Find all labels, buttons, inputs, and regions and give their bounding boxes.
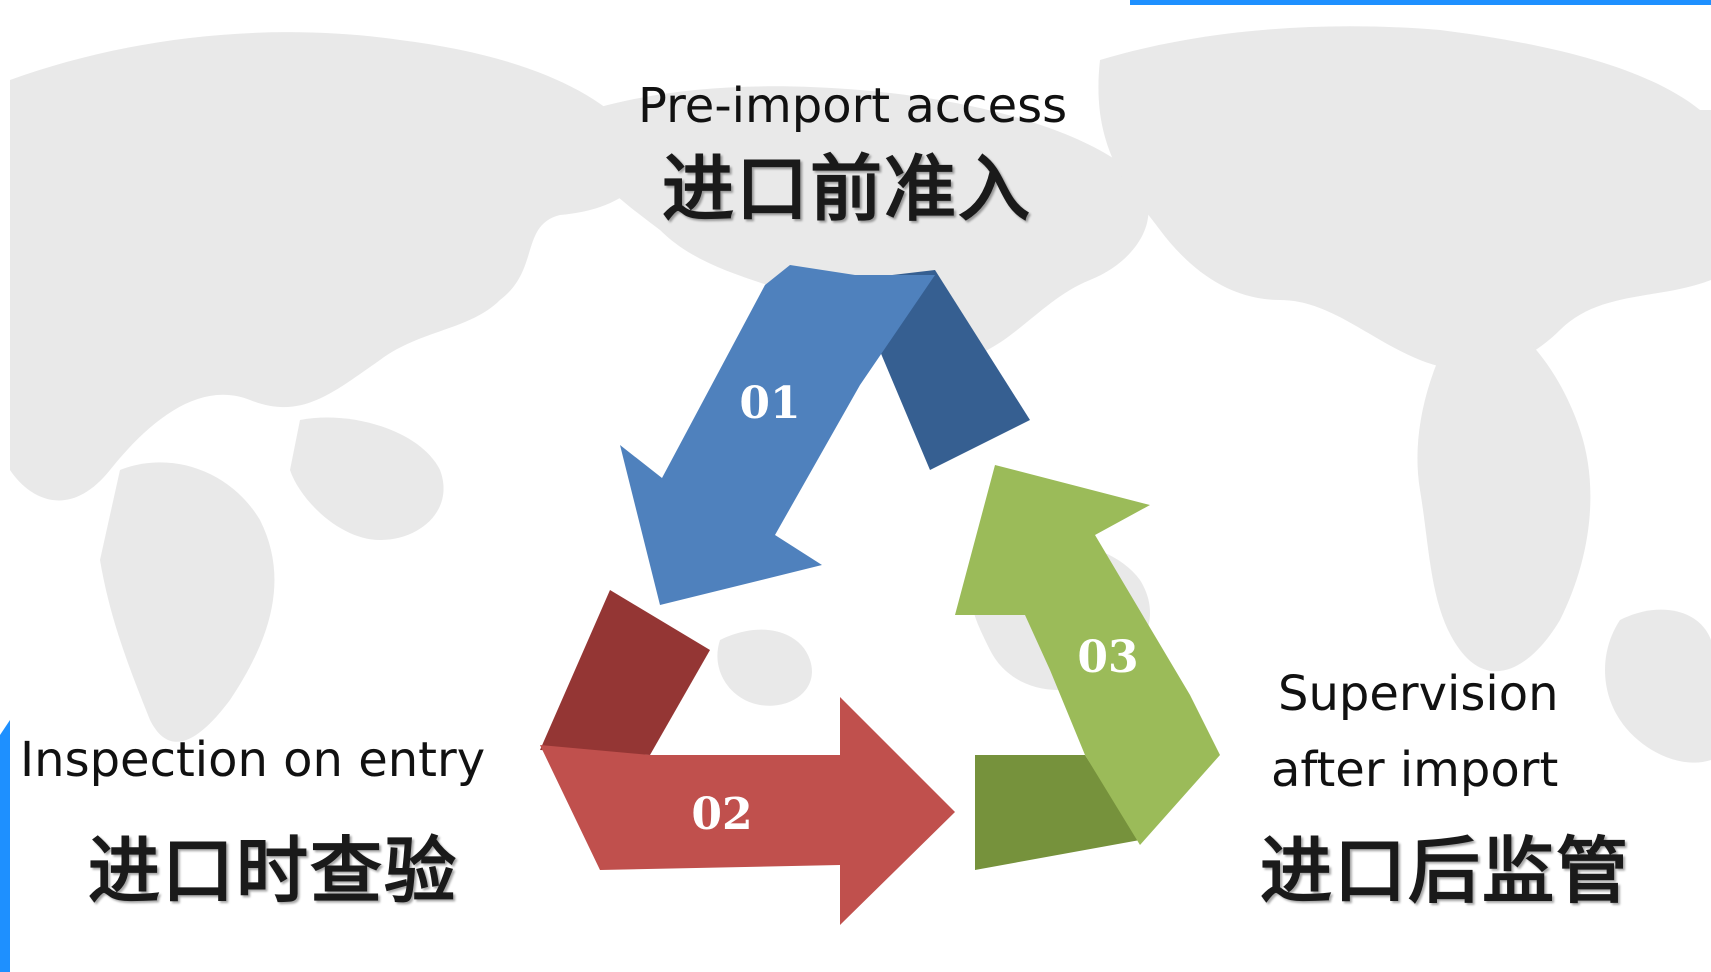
arrow-01-body bbox=[620, 265, 935, 605]
step-01-label-zh: 进口前准入 bbox=[662, 147, 1033, 231]
arrow-02: 02 bbox=[540, 590, 955, 925]
step-03-number: 03 bbox=[1077, 632, 1138, 683]
step-01-label-en: Pre-import access bbox=[638, 78, 1068, 134]
left-accent-bar bbox=[0, 720, 10, 972]
top-accent-bar bbox=[1130, 0, 1711, 5]
arrow-02-fold bbox=[540, 590, 710, 755]
arrow-03-body bbox=[955, 465, 1220, 845]
step-02-label-zh: 进口时查验 bbox=[88, 829, 459, 913]
step-03-label-en-line2: after import bbox=[1271, 742, 1559, 798]
arrow-02-body bbox=[540, 697, 955, 925]
arrow-03: 03 bbox=[955, 465, 1220, 870]
arrow-01: 01 bbox=[620, 265, 1030, 605]
arrow-03-fold bbox=[975, 755, 1140, 870]
step-03-label-en-line1: Supervision bbox=[1278, 666, 1559, 722]
step-03-label-zh: 进口后监管 bbox=[1260, 829, 1631, 913]
step-02-label-en: Inspection on entry bbox=[20, 732, 486, 788]
step-01-number: 01 bbox=[739, 378, 800, 429]
step-02-number: 02 bbox=[691, 789, 752, 840]
world-map-background bbox=[10, 26, 1711, 763]
